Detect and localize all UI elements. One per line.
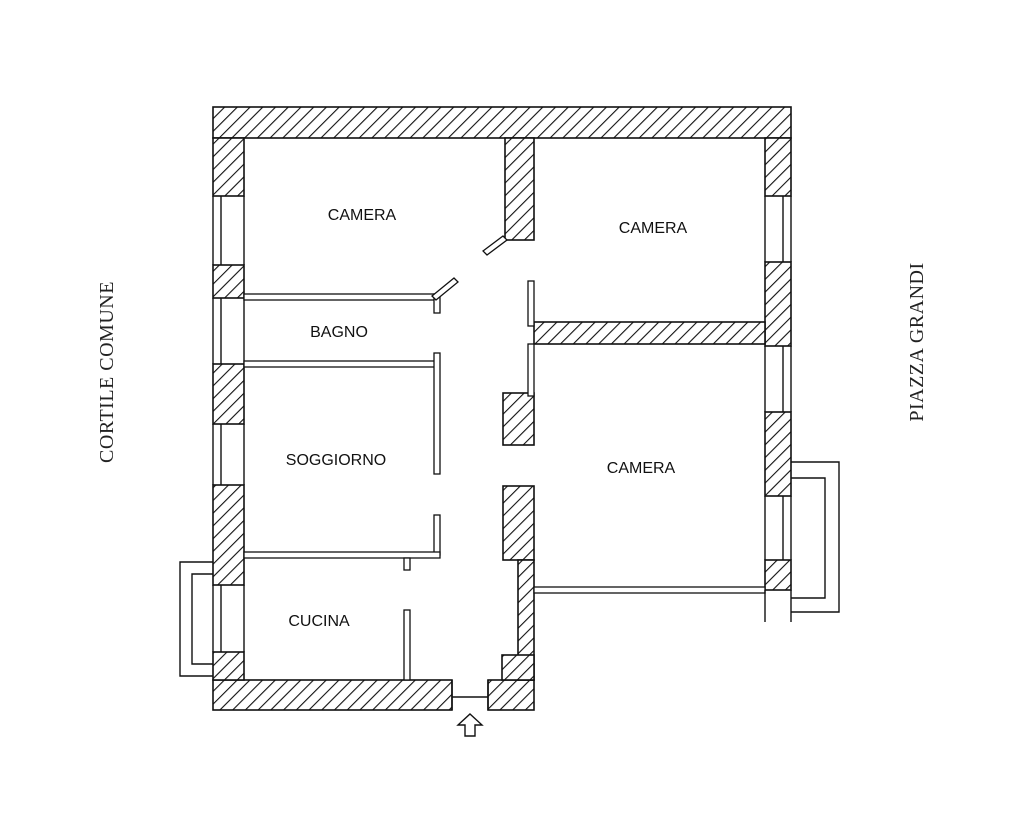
partition-cucina-stub <box>403 557 411 571</box>
wall-north <box>212 106 792 139</box>
room-label-cucina: CUCINA <box>288 613 350 630</box>
wall-east-3 <box>764 411 792 497</box>
wall-west-2 <box>212 264 245 299</box>
partition-soggiorno-east-2 <box>433 514 441 556</box>
interior-walls <box>501 137 766 681</box>
up-arrow-icon <box>456 713 484 737</box>
wall-east-2 <box>764 261 792 347</box>
door-camera-nw <box>431 277 459 301</box>
wall-west-4 <box>212 484 245 586</box>
balcony-west <box>179 561 213 677</box>
wall-corridor-1 <box>502 392 535 446</box>
partition-bagno-soggiorno <box>243 360 439 368</box>
window-west-4 <box>212 585 245 652</box>
entrance <box>451 680 489 737</box>
partition-camera-bagno <box>243 293 439 301</box>
wall-camera-east-divider <box>533 321 766 345</box>
window-west-2 <box>212 298 245 364</box>
room-label-camera-nw: CAMERA <box>328 207 397 224</box>
partition-corridor-right <box>527 343 535 397</box>
wall-south-right <box>487 679 535 711</box>
side-label-west: CORTILE COMUNE <box>96 281 118 463</box>
wall-corridor-4 <box>501 654 535 681</box>
room-label-bagno: BAGNO <box>310 324 368 341</box>
wall-east-4 <box>764 559 792 591</box>
room-label-camera-ne: CAMERA <box>619 220 688 237</box>
wall-south-left <box>212 679 453 711</box>
balcony-east <box>764 461 840 622</box>
window-east-2 <box>764 346 792 412</box>
partition-soggiorno-east-1 <box>433 352 441 475</box>
window-west-1 <box>212 196 245 265</box>
partition-cucina-east <box>403 609 411 681</box>
side-label-east: PIAZZA GRANDI <box>906 262 928 421</box>
wall-camera-divider <box>504 137 535 241</box>
window-west-3 <box>212 424 245 485</box>
wall-west-5 <box>212 651 245 681</box>
room-label-camera-e: CAMERA <box>607 460 676 477</box>
window-east-3 <box>764 496 792 560</box>
partition-corridor-stub <box>527 280 535 327</box>
wall-corridor-2 <box>502 485 535 561</box>
window-east-1 <box>764 196 792 262</box>
partition-soggiorno-cucina <box>243 551 441 559</box>
wall-west-3 <box>212 363 245 425</box>
wall-west-1 <box>212 137 245 197</box>
door-camera-ne <box>482 235 508 256</box>
partitions <box>243 235 766 681</box>
wall-east-1 <box>764 137 792 197</box>
partition-camera-east-south <box>533 586 766 594</box>
room-label-soggiorno: SOGGIORNO <box>286 452 386 469</box>
